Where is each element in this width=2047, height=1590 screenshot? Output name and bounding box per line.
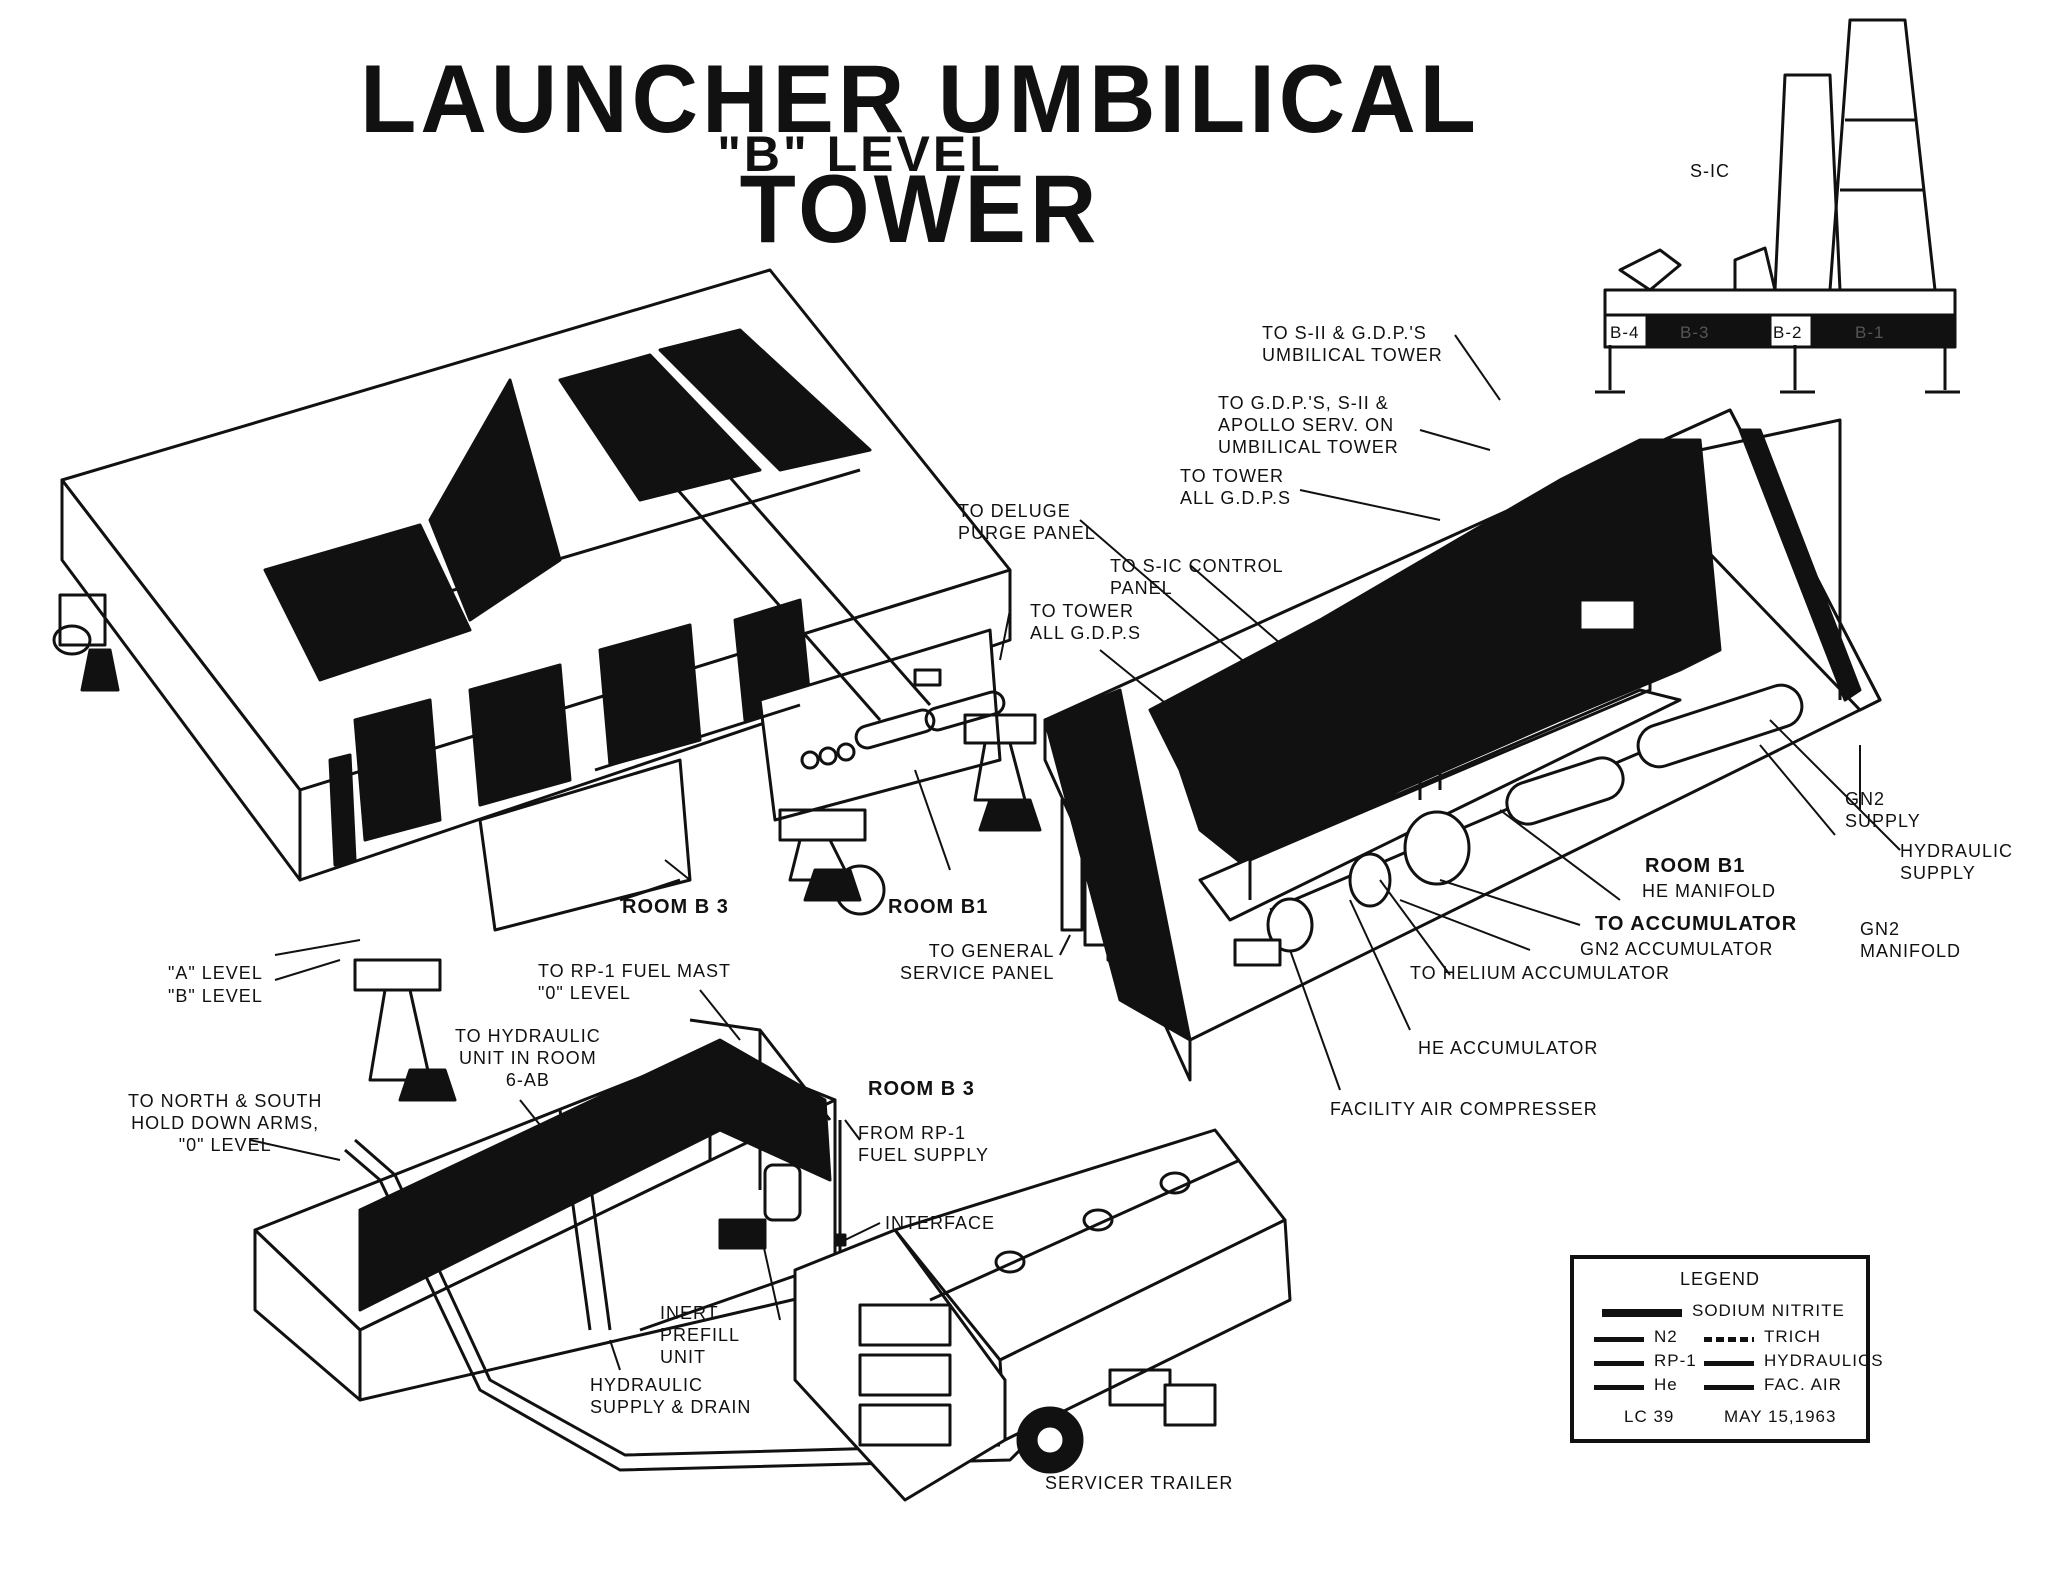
inset-label-b3: B-3 [1680, 323, 1710, 342]
label-interface: INTERFACE [885, 1213, 996, 1233]
page-subtitle: "B" LEVEL [717, 126, 1003, 182]
legend-box: LEGEND SODIUM NITRITE N2 TRICH RP-1 HYDR… [1570, 1255, 1883, 1443]
label-room-b3-upper: ROOM B 3 [622, 896, 729, 918]
legend-swatch-fac-air [1704, 1385, 1754, 1390]
inset-elevation [1595, 18, 1960, 394]
platform-support-right [963, 713, 1042, 832]
label-to-sic-control: TO S-IC CONTROL PANEL [1110, 556, 1284, 598]
label-b-level: "B" LEVEL [168, 986, 263, 1006]
label-gn2-manifold: GN2 MANIFOLD [1860, 919, 1962, 961]
label-gn2-accumulator: GN2 ACCUMULATOR [1580, 939, 1774, 959]
legend-sodium-nitrite: SODIUM NITRITE [1692, 1301, 1845, 1320]
label-servicer-trailer: SERVICER TRAILER [1045, 1473, 1234, 1493]
legend-trich: TRICH [1764, 1327, 1821, 1346]
label-to-helium-accumulator: TO HELIUM ACCUMULATOR [1410, 963, 1671, 983]
label-gn2-supply: GN2 SUPPLY [1845, 789, 1921, 831]
inset-label-b2: B-2 [1773, 323, 1803, 342]
legend-fac-air: FAC. AIR [1764, 1375, 1842, 1394]
legend-swatch-trich [1704, 1337, 1754, 1342]
label-to-hydraulic-unit: TO HYDRAULIC UNIT IN ROOM 6-AB [455, 1026, 601, 1090]
legend-n2: N2 [1654, 1327, 1678, 1346]
label-he-manifold: HE MANIFOLD [1642, 881, 1777, 901]
launcher-platform-block [52, 268, 1042, 1102]
label-a-level: "A" LEVEL [168, 963, 263, 983]
legend-date: MAY 15,1963 [1724, 1407, 1837, 1426]
label-to-gdps-apollo: TO G.D.P.'S, S-II & APOLLO SERV. ON UMBI… [1218, 393, 1399, 457]
label-hydraulic-supply-drain: HYDRAULIC SUPPLY & DRAIN [590, 1375, 752, 1417]
leader-lines [249, 334, 1901, 1371]
servicer-trailer [793, 1128, 1292, 1502]
legend-swatch-rp1 [1594, 1361, 1644, 1366]
room-b1-cutaway [1043, 408, 1882, 1082]
legend-title: LEGEND [1679, 1269, 1761, 1289]
label-to-tower-gdps-left: TO TOWER ALL G.D.P.S [1030, 601, 1142, 643]
label-room-b3-lower: ROOM B 3 [868, 1078, 975, 1100]
label-to-sii-gdps: TO S-II & G.D.P.'S UMBILICAL TOWER [1262, 323, 1443, 365]
label-inert-prefill: INERT PREFILL UNIT [660, 1303, 741, 1367]
legend-swatch-n2 [1594, 1337, 1644, 1342]
inset-label-sic: S-IC [1690, 161, 1730, 181]
legend-swatch-he [1594, 1385, 1644, 1390]
legend-swatch-hydraulics [1704, 1361, 1754, 1366]
inset-label-b1: B-1 [1855, 323, 1885, 342]
page-title: LAUNCHER UMBILICAL TOWER [360, 45, 1480, 264]
legend-lc: LC 39 [1624, 1407, 1675, 1426]
platform-support-mid [778, 808, 886, 916]
label-hydraulic-supply: HYDRAULIC SUPPLY [1900, 841, 2014, 883]
label-to-hold-down-arms: TO NORTH & SOUTH HOLD DOWN ARMS, "0" LEV… [128, 1091, 323, 1155]
label-to-deluge: TO DELUGE PURGE PANEL [958, 501, 1096, 543]
label-to-rp1-fuel-mast: TO RP-1 FUEL MAST "0" LEVEL [538, 961, 732, 1003]
legend-he: He [1654, 1375, 1678, 1394]
platform-support-left [52, 593, 120, 692]
legend-swatch-sodium-nitrite [1602, 1309, 1682, 1317]
legend-hydraulics: HYDRAULICS [1764, 1351, 1884, 1370]
legend-rp1: RP-1 [1654, 1351, 1697, 1370]
inset-label-b4: B-4 [1610, 323, 1640, 342]
label-to-accumulator: TO ACCUMULATOR [1595, 913, 1798, 935]
label-to-tower-gdps-right: TO TOWER ALL G.D.P.S [1180, 466, 1292, 508]
label-facility-air-compresser: FACILITY AIR COMPRESSER [1330, 1099, 1598, 1119]
label-he-accumulator: HE ACCUMULATOR [1418, 1038, 1599, 1058]
label-from-rp1-fuel-supply: FROM RP-1 FUEL SUPPLY [858, 1123, 990, 1165]
label-room-b1-upper: ROOM B1 [888, 896, 989, 918]
label-room-b1-right: ROOM B1 [1645, 855, 1746, 877]
label-to-general-service: TO GENERAL SERVICE PANEL [900, 941, 1055, 983]
platform-support-front [353, 958, 457, 1102]
